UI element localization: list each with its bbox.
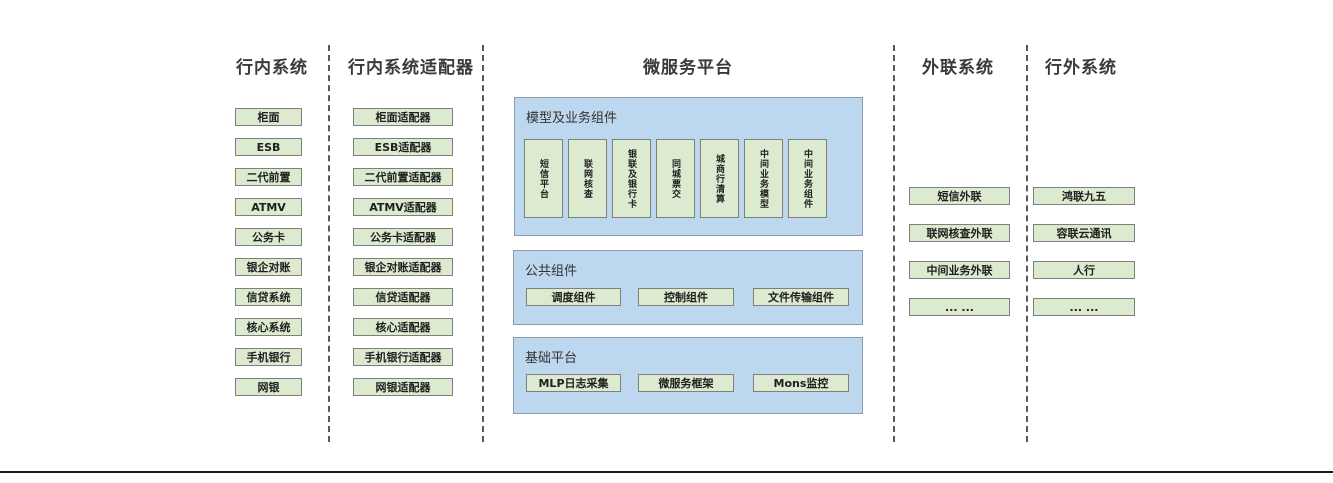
outreach-system-box: 中间业务外联 (909, 261, 1010, 279)
adapter-box: 公务卡适配器 (353, 228, 453, 246)
outreach-system-box: 联网核查外联 (909, 224, 1010, 242)
column-title-internal-adapters: 行内系统适配器 (348, 58, 474, 78)
group-label: 模型及业务组件 (526, 111, 618, 126)
column-title-outreach-systems: 外联系统 (922, 58, 994, 78)
group-label: 基础平台 (525, 351, 578, 366)
group-model-business-components: 模型及业务组件 短信平台 联网核查 银联及银行卡 同城票交 城商行清算 中间业务… (514, 97, 863, 236)
adapter-box: 银企对账适配器 (353, 258, 453, 276)
outreach-system-box: 短信外联 (909, 187, 1010, 205)
external-system-box: 人行 (1033, 261, 1135, 279)
model-component-box: 银联及银行卡 (612, 139, 651, 218)
group-label: 公共组件 (525, 264, 578, 279)
internal-system-box: 手机银行 (235, 348, 302, 366)
base-platform-box: Mons监控 (753, 374, 849, 392)
base-platform-box: MLP日志采集 (526, 374, 621, 392)
group-base-platform: 基础平台 MLP日志采集 微服务框架 Mons监控 (513, 337, 863, 414)
adapter-box: 手机银行适配器 (353, 348, 453, 366)
column-title-internal-systems: 行内系统 (236, 58, 308, 78)
column-divider (1026, 45, 1028, 442)
bottom-rule (0, 471, 1333, 473)
model-component-box: 同城票交 (656, 139, 695, 218)
model-component-box: 联网核查 (568, 139, 607, 218)
group-common-components: 公共组件 调度组件 控制组件 文件传输组件 (513, 250, 863, 325)
internal-systems-list: 柜面 ESB 二代前置 ATMV 公务卡 银企对账 信贷系统 核心系统 手机银行… (235, 108, 302, 396)
internal-system-box: 信贷系统 (235, 288, 302, 306)
internal-system-box: 公务卡 (235, 228, 302, 246)
model-component-box: 中间业务模型 (744, 139, 783, 218)
external-system-box: 容联云通讯 (1033, 224, 1135, 242)
common-component-box: 控制组件 (638, 288, 734, 306)
adapter-box: ESB适配器 (353, 138, 453, 156)
column-divider (893, 45, 895, 442)
adapter-box: 信贷适配器 (353, 288, 453, 306)
external-system-box: ... ... (1033, 298, 1135, 316)
model-component-box: 城商行清算 (700, 139, 739, 218)
adapter-box: 核心适配器 (353, 318, 453, 336)
adapter-list: 柜面适配器 ESB适配器 二代前置适配器 ATMV适配器 公务卡适配器 银企对账… (353, 108, 453, 396)
adapter-box: 网银适配器 (353, 378, 453, 396)
model-component-box: 短信平台 (524, 139, 563, 218)
adapter-box: 柜面适配器 (353, 108, 453, 126)
external-systems-list: 鸿联九五 容联云通讯 人行 ... ... (1033, 187, 1135, 316)
external-system-box: 鸿联九五 (1033, 187, 1135, 205)
internal-system-box: 核心系统 (235, 318, 302, 336)
internal-system-box: 网银 (235, 378, 302, 396)
column-title-external-systems: 行外系统 (1045, 58, 1117, 78)
adapter-box: 二代前置适配器 (353, 168, 453, 186)
internal-system-box: 二代前置 (235, 168, 302, 186)
outreach-system-box: ... ... (909, 298, 1010, 316)
column-divider (328, 45, 330, 442)
adapter-box: ATMV适配器 (353, 198, 453, 216)
base-platform-box: 微服务框架 (638, 374, 734, 392)
internal-system-box: 柜面 (235, 108, 302, 126)
model-component-box: 中间业务组件 (788, 139, 827, 218)
column-divider (482, 45, 484, 442)
internal-system-box: 银企对账 (235, 258, 302, 276)
outreach-systems-list: 短信外联 联网核查外联 中间业务外联 ... ... (909, 187, 1010, 316)
common-component-box: 调度组件 (526, 288, 621, 306)
internal-system-box: ATMV (235, 198, 302, 216)
column-title-microservice-platform: 微服务平台 (643, 58, 733, 78)
internal-system-box: ESB (235, 138, 302, 156)
model-component-row: 短信平台 联网核查 银联及银行卡 同城票交 城商行清算 中间业务模型 中间业务组… (524, 139, 827, 218)
common-component-box: 文件传输组件 (753, 288, 849, 306)
